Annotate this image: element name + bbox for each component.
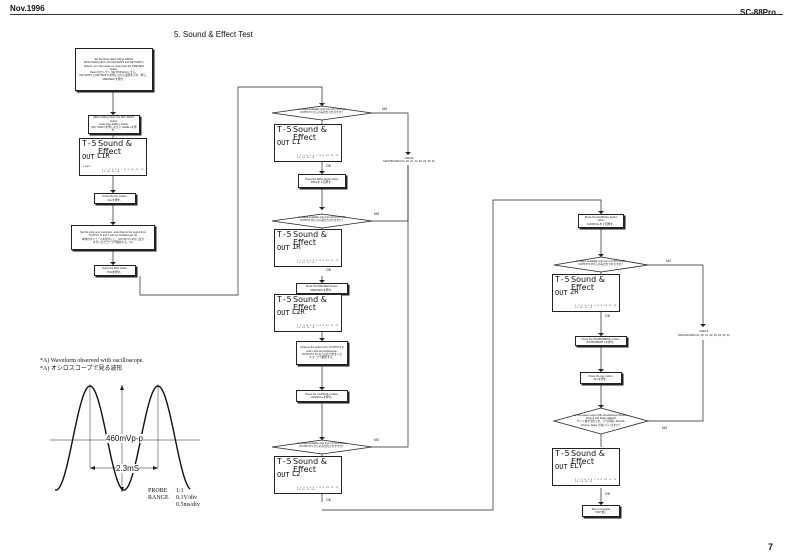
lcd-main: Sound & Effect — [571, 449, 605, 466]
lcd-dots: 1 2 3 4 5 6 7 8 9 10 11 12 13 14 15 16 — [297, 155, 339, 159]
lcd-top: T-5 — [82, 139, 97, 148]
step-all-button-box: Press the ALL button. ALLを押す。 — [94, 193, 136, 204]
probe-value: 1:1 — [176, 488, 184, 494]
decision-output2-l — [271, 439, 373, 455]
lcd-main: Sound & Effect — [98, 139, 132, 156]
lcd-top: T-5 — [277, 125, 292, 134]
ok-label-2: OK — [326, 268, 332, 272]
header-model: SC-88Pro — [740, 8, 777, 17]
check-main-board-2: CHECK MAIN BOARD IC3, 20, 21, 22, 23, 24… — [664, 327, 744, 340]
lcd-out-value: L2 — [292, 470, 301, 478]
lcd-out-value: L2R — [292, 308, 305, 316]
step-pan-button-box: Press the PAN button. PANを押す。 — [94, 265, 136, 276]
decision-output-l-text: Is output available only from OUTPUT L? … — [298, 108, 346, 115]
lcd-out: OUT — [277, 244, 290, 252]
lcd-dots: 1 2 3 4 5 6 7 8 9 10 11 12 13 14 15 16 — [297, 325, 339, 329]
check-main-board-1: CHECK MAIN BOARD IC3, 20, 21, 22, 23, 24… — [366, 155, 452, 165]
lcd-top: T-5 — [555, 449, 570, 458]
range-time: 0.5ms/div — [176, 502, 200, 508]
header-date: Nov.1996 — [10, 4, 45, 13]
decision-effects-text: Is sine-wave output with simultaneous Re… — [574, 414, 628, 427]
ng-label-1: NG — [382, 107, 388, 111]
lcd-out: OUT — [277, 139, 290, 147]
lcd-out: OUT — [555, 289, 568, 297]
lcd-main: Sound & Effect — [571, 275, 605, 292]
ok-label-3: OK — [326, 498, 332, 502]
lcd-dots: 1 2 3 4 5 6 7 8 9 10 11 12 13 14 15 16 — [297, 260, 339, 264]
step-preview-box: Press the PREVIEW button. PREVIEW を押す。 — [296, 283, 348, 294]
waveform-note-en: *A) Waveform observed with oscilloscope. — [40, 358, 144, 364]
lcd-dots: 1 2 3 4 5 6 7 8 9 10 11 12 13 14 15 16 — [297, 487, 339, 491]
step-power-on-box: Set the Rear select SW at DISCH. While h… — [75, 48, 153, 91]
lcd-display-5: T-5 Sound & Effect OUT L2 1 2 3 4 5 6 7 … — [274, 456, 342, 494]
step-observe-output-box: Set the volume to maximum, and observe t… — [71, 225, 155, 250]
ng-label-3: NG — [374, 438, 380, 442]
lcd-out: OUT — [555, 463, 568, 471]
page-title: 5. Sound & Effect Test — [174, 30, 253, 39]
ng-label-5: NG — [662, 426, 668, 430]
lcd-dots: 1 2 3 4 5 6 7 8 9 10 11 12 13 14 15 16 — [575, 479, 617, 483]
lcd-dots: 1 2 3 4 5 6 7 8 9 10 11 12 13 14 15 16 — [102, 169, 144, 173]
lcd-out-value: 1R — [292, 243, 301, 251]
waveform-note-jp: *A) オシロスコープで見る波形 — [40, 366, 123, 372]
lcd-dots: 1 2 3 4 5 6 7 8 9 10 11 12 13 14 15 16 — [575, 305, 617, 309]
lcd-out-value: 2R — [570, 288, 579, 296]
lcd-display-3: T-5 Sound & Effect OUT 1R 1 2 3 4 5 6 7 … — [274, 229, 342, 267]
lcd-top: T-5 — [277, 457, 292, 466]
decision-output2-r — [553, 256, 649, 273]
decision-output-l — [271, 105, 373, 121]
lcd-kshift: K.SHIFT — [83, 166, 91, 168]
lcd-display-1: T-5 Sound & Effect OUT L1R K.SHIFT 1 2 3… — [79, 138, 147, 176]
lcd-display-6: T-5 Sound & Effect OUT 2R 1 2 3 4 5 6 7 … — [552, 274, 620, 312]
header-rule — [10, 14, 783, 15]
lcd-display-4: T-5 Sound & Effect OUT L2R 1 2 3 4 5 6 7… — [274, 294, 342, 332]
step-instrument-box: Press the INSTRUMENT+ button. INSTRUMENT… — [575, 336, 627, 346]
lcd-main: Sound & Effect — [293, 295, 327, 312]
lcd-main: Sound & Effect — [293, 457, 327, 474]
lcd-top: T-5 — [277, 295, 292, 304]
amplitude-label: 460mVp-p — [106, 434, 143, 443]
lcd-out-value: L1R — [97, 152, 110, 160]
range-volts: 0.1V/div — [176, 495, 198, 501]
decision-output-r-text: Is output available only from OUTPUT R? … — [298, 216, 346, 223]
decision-output2-l-text: Is output available only from OUTPUT2 L?… — [297, 442, 347, 449]
lcd-out-value: ELY — [570, 462, 583, 470]
range-label: RANGE — [148, 495, 169, 501]
lcd-top: T-5 — [277, 230, 292, 239]
decision-output2-r-text: Is output available only from OUTPUT2 R?… — [576, 260, 626, 267]
lcd-out: OUT — [82, 153, 95, 161]
lcd-top: T-5 — [555, 275, 570, 284]
lcd-main: Sound & Effect — [293, 230, 327, 247]
lcd-out-value: L1 — [292, 138, 301, 146]
step-chorus-plus-box: Press the CHORUS+ button. CHORUS+を押す。 — [296, 390, 348, 402]
decision-effects — [552, 407, 650, 435]
ok-label-5: OK — [605, 492, 611, 496]
step-level-box: While holding down the KEY SHIFT- button… — [88, 115, 140, 134]
step-observe-output2-box: Observe the output from OUTPUT2 R and L … — [296, 341, 348, 365]
step-all-button-box-2: Press the ALL button. ALLを押す。 — [580, 372, 622, 384]
lcd-out: OUT — [277, 309, 290, 317]
step-pan-plus-box: Press the PAN+ button twice. PAN+を 2 回押す… — [298, 174, 346, 188]
lcd-display-2: T-5 Sound & Effect OUT L1 1 2 3 4 5 6 7 … — [274, 124, 342, 162]
test-complete-box: Test is complete. TEST終了 — [582, 505, 620, 517]
lcd-display-7: T-5 Sound & Effect OUT ELY 1 2 3 4 5 6 7… — [552, 448, 620, 486]
lcd-main: Sound & Effect — [293, 125, 327, 142]
probe-label: PROBE — [148, 488, 168, 494]
ok-label-4: OK — [605, 314, 611, 318]
ok-label-1: OK — [326, 164, 332, 168]
ng-label-2: NG — [374, 212, 380, 216]
period-label: 2.3mS — [116, 464, 140, 473]
page-number: 7 — [768, 542, 774, 552]
ng-label-4: NG — [666, 259, 672, 263]
step-chorus-twice-box: Press the CHORUS+ button twice. CHORUS+を… — [578, 214, 624, 228]
lcd-out: OUT — [277, 471, 290, 479]
decision-output-r — [271, 213, 373, 229]
